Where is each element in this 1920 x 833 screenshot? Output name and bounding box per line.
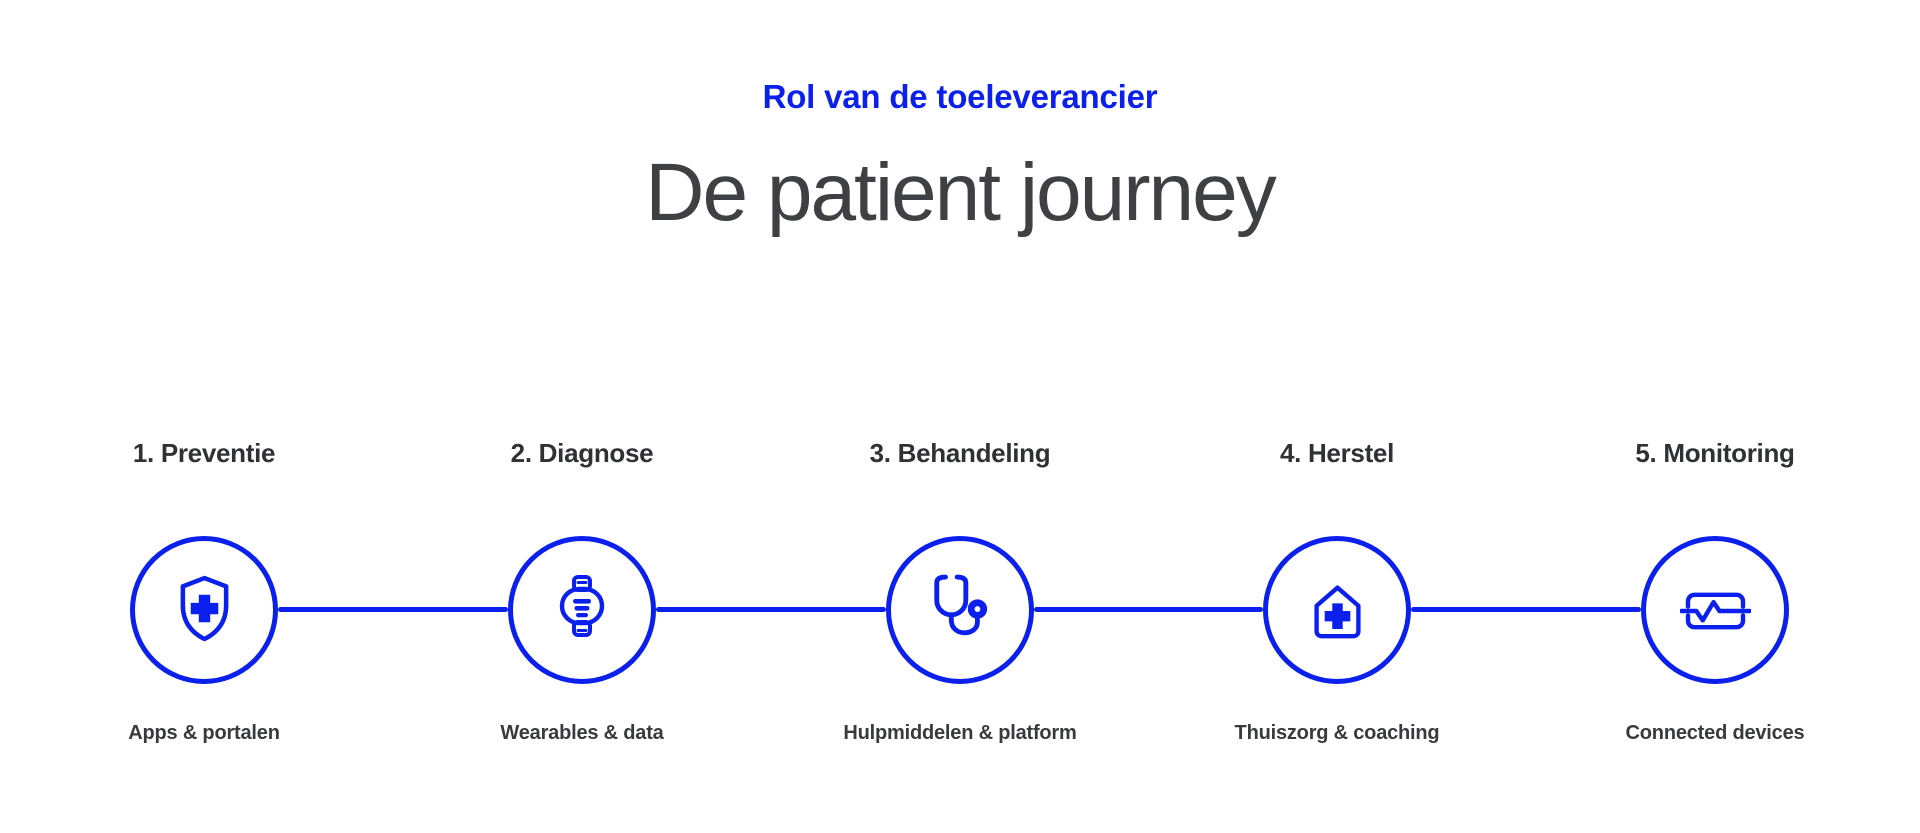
step-label: 2. Diagnose (510, 438, 654, 468)
pulse-monitor-icon (1679, 592, 1751, 629)
step-label: 3. Behandeling (869, 438, 1051, 468)
connector-line (1411, 607, 1641, 612)
journey-step-diagnose: 2. Diagnose Wearables & data (402, 438, 762, 745)
journey-step-behandeling: 3. Behandeling Hulpmiddelen & platform (780, 438, 1140, 745)
eyebrow-label: Rol van de toeleverancier (762, 78, 1158, 115)
step-caption: Wearables & data (500, 722, 664, 744)
journey-step-herstel: 4. Herstel Thuiszorg & coaching (1157, 438, 1517, 745)
step-circle (886, 536, 1034, 684)
stethoscope-icon (934, 574, 988, 636)
step-circle (130, 536, 278, 684)
house-cross-icon (1313, 585, 1361, 638)
connector-line (1034, 607, 1263, 612)
step-circle (1641, 536, 1789, 684)
connector-line (656, 607, 886, 612)
step-caption: Apps & portalen (128, 722, 280, 744)
journey-step-preventie: 1. Preventie Apps & portalen (24, 438, 384, 745)
step-caption: Hulpmiddelen & platform (843, 722, 1077, 744)
step-label: 1. Preventie (132, 438, 276, 468)
connector-line (278, 607, 508, 612)
smartwatch-icon (559, 575, 605, 637)
step-circle (508, 536, 656, 684)
journey-step-monitoring: 5. Monitoring Connected devices (1535, 438, 1895, 745)
step-circle (1263, 536, 1411, 684)
shield-cross-icon (180, 575, 228, 641)
step-label: 5. Monitoring (1635, 438, 1795, 468)
step-caption: Connected devices (1625, 722, 1805, 744)
step-caption: Thuiszorg & coaching (1234, 722, 1440, 744)
step-label: 4. Herstel (1279, 438, 1395, 468)
page-title: De patient journey (645, 147, 1277, 238)
